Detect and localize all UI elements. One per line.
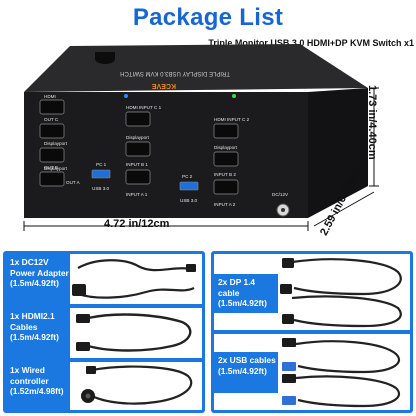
hdmi-out-port xyxy=(39,99,65,115)
label-usb-2: USB 3.0 xyxy=(180,198,198,203)
dim-line-depth xyxy=(313,191,375,227)
product-subtitle: Triple Monitor USB 3.0 HDMI+DP KVM Switc… xyxy=(208,38,414,48)
accessory-card-power: 1x DC12V Power Adapter (1.5m/4.92ft) xyxy=(6,254,202,304)
hdmi-cable-icon xyxy=(76,313,192,352)
label-dp-2: Displayport xyxy=(44,166,68,171)
accessory-card-dp: 2x DP 1.4 cable (1.5m/4.92ft) xyxy=(214,254,410,330)
dp-out-a-port xyxy=(39,171,65,187)
device-top-text: TRIPLE DISPLAY USB3.0 KVM SWITCH xyxy=(120,70,230,76)
dp-in-a2-port xyxy=(213,179,239,195)
usb-cable-icon xyxy=(282,338,400,408)
label-dp-b2: Displayport xyxy=(214,145,238,150)
label-hdmi-c2: HDMI INPUT C 2 xyxy=(214,117,250,122)
accessory-card-usb: 2x USB cables (1.5m/4.92ft) xyxy=(214,334,410,410)
dp-in-b1-port xyxy=(125,141,151,157)
accessory-label-dp: 2x DP 1.4 cable (1.5m/4.92ft) xyxy=(214,274,278,313)
label-out-a: OUT A xyxy=(66,180,81,185)
brand-logo: KCEVE xyxy=(152,82,176,89)
label-input-a2: INPUT A 2 xyxy=(214,202,236,207)
accessory-card-hdmi: 1x HDMI2.1 Cables (1.5m/4.92ft) xyxy=(6,308,202,358)
usb-pc2-port xyxy=(179,181,199,191)
label-dp-b1: Displayport xyxy=(126,135,150,140)
dp-in-a1-port xyxy=(125,169,151,185)
label-out-b: OUT B xyxy=(44,165,58,170)
label-pc1: PC 1 xyxy=(96,162,107,167)
label-pc2: PC 2 xyxy=(182,174,193,179)
label-hdmi-out: HDMI xyxy=(44,94,56,99)
label-dc12v: DC/12V xyxy=(272,192,289,197)
accessory-panel-right: 2x DP 1.4 cable (1.5m/4.92ft) 2x USB cab… xyxy=(211,251,413,413)
accessory-card-controller: 1x Wired controller (1.52m/4.98ft) xyxy=(6,362,202,410)
dp-cable-icon xyxy=(280,258,402,328)
accessory-label-hdmi: 1x HDMI2.1 Cables (1.5m/4.92ft) xyxy=(6,308,70,358)
device-top xyxy=(24,44,368,92)
hdmi-in-c2-port xyxy=(213,123,239,139)
dp-out-b-port xyxy=(39,147,65,163)
led-blue xyxy=(124,94,128,98)
dimension-width: 4.72 in/12cm xyxy=(104,218,170,230)
dimension-height: 1.73 in/4.40cm xyxy=(366,85,378,160)
page-title: Package List xyxy=(132,4,284,31)
accessory-panel-left: 1x DC12V Power Adapter (1.5m/4.92ft) 1x … xyxy=(3,251,205,413)
kvm-switch-illustration: TRIPLE DISPLAY USB3.0 KVM SWITCH KCEVE H… xyxy=(23,44,379,231)
dp-out-c-port xyxy=(39,123,65,139)
label-usb-1: USB 3.0 xyxy=(92,186,110,191)
label-input-a1: INPUT A 1 xyxy=(126,192,148,197)
accessory-label-usb: 2x USB cables (1.5m/4.92ft) xyxy=(214,352,278,393)
label-hdmi-c1: HDMI INPUT C 1 xyxy=(126,105,162,110)
label-dp-1: Displayport xyxy=(44,141,68,146)
wired-controller-icon xyxy=(81,365,193,405)
device-side xyxy=(308,88,368,218)
label-input-b2: INPUT B 2 xyxy=(214,172,236,177)
hdmi-in-c1-port xyxy=(125,111,151,127)
label-input-b1: INPUT B 1 xyxy=(126,162,148,167)
dp-in-b2-port xyxy=(213,151,239,167)
label-out-c: OUT C xyxy=(44,117,59,122)
accessory-label-controller: 1x Wired controller (1.52m/4.98ft) xyxy=(6,362,70,410)
usb-pc1-port xyxy=(91,169,111,179)
power-adapter-icon xyxy=(72,259,196,299)
device-front xyxy=(24,92,308,218)
led-green xyxy=(232,94,236,98)
accessory-label-power: 1x DC12V Power Adapter (1.5m/4.92ft) xyxy=(6,254,70,304)
